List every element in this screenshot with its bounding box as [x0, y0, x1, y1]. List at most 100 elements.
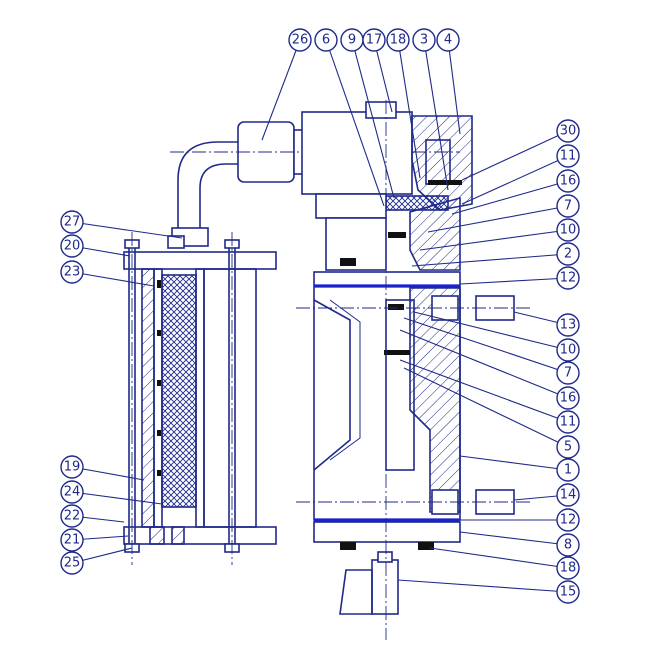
callout-label: 12 [560, 513, 577, 528]
foot-seal [418, 542, 434, 550]
leader-line [403, 317, 569, 374]
callout-label: 26 [292, 33, 309, 48]
callout-label: 6 [322, 33, 330, 48]
callout-label: 4 [444, 33, 452, 48]
callout-label: 16 [560, 174, 577, 189]
callout-label: 30 [560, 124, 577, 139]
callout-18: 18 [429, 547, 580, 580]
callout-10: 10 [419, 218, 580, 251]
callout-13: 13 [513, 311, 580, 337]
callout-19: 19 [60, 455, 145, 481]
callout-circle [556, 580, 580, 604]
callout-label: 10 [560, 343, 577, 358]
callout-circle [556, 556, 580, 580]
callout-circle [556, 242, 580, 266]
callout-circle [556, 194, 580, 218]
callout-label: 1 [564, 463, 572, 478]
callout-circle [556, 458, 580, 482]
leader-line [261, 39, 301, 141]
callout-11: 11 [461, 144, 580, 205]
leader-line [423, 39, 449, 191]
callout-label: 10 [560, 223, 577, 238]
callout-16: 16 [399, 329, 580, 410]
callout-25: 25 [60, 547, 133, 575]
leader-line [71, 466, 145, 481]
callout-2: 2 [411, 242, 580, 267]
callout-circle [412, 28, 436, 52]
bottom-foot [149, 526, 165, 545]
callout-20: 20 [60, 234, 131, 258]
spool [385, 299, 415, 471]
drain-nipple [377, 551, 393, 563]
leader-line [397, 579, 569, 593]
leader-line [461, 155, 569, 205]
callout-label: 11 [560, 149, 577, 164]
callout-circle [556, 386, 580, 410]
callout-circle [556, 361, 580, 385]
callout-circle [60, 260, 84, 284]
leader-line [461, 130, 569, 181]
foot-seal [340, 542, 356, 550]
callout-label: 9 [348, 33, 356, 48]
seal [388, 232, 406, 238]
callout-circle [60, 504, 84, 528]
leader-line [399, 329, 569, 399]
callout-label: 19 [64, 460, 81, 475]
callout-circle [362, 28, 386, 52]
filter-housing [123, 232, 277, 565]
callout-11: 11 [399, 359, 580, 434]
elbow-outer [177, 141, 240, 236]
body-shoulder [315, 193, 387, 219]
filter-element [161, 274, 197, 508]
seal [157, 470, 161, 476]
callout-label: 23 [64, 265, 81, 280]
callout-15: 15 [397, 579, 580, 604]
callout-label: 18 [390, 33, 407, 48]
callout-label: 12 [560, 271, 577, 286]
leader-line [325, 39, 385, 207]
callout-4: 4 [436, 28, 461, 135]
leader-line [399, 359, 569, 423]
inner-cavity [313, 299, 351, 471]
callout-circle [314, 28, 338, 52]
bottom-foot [171, 526, 185, 545]
callout-circle [386, 28, 410, 52]
callout-label: 8 [564, 538, 572, 553]
callout-circle [556, 144, 580, 168]
leader-line [71, 491, 163, 505]
callout-circle [556, 313, 580, 337]
bottom-plate [313, 521, 461, 543]
callout-circle [556, 508, 580, 532]
leader-line [351, 39, 395, 199]
inlet-port [365, 101, 397, 119]
drain-shadow [339, 569, 373, 615]
callout-7: 7 [427, 194, 580, 233]
callout-6: 6 [314, 28, 385, 207]
callout-circle [60, 528, 84, 552]
callout-label: 17 [366, 33, 383, 48]
filter-core [195, 268, 205, 528]
elbow-inner [199, 163, 240, 236]
leader-line [459, 455, 569, 471]
callout-10: 10 [413, 311, 580, 362]
callout-26: 26 [261, 28, 312, 141]
leader-line [427, 205, 569, 233]
callout-label: 27 [64, 215, 81, 230]
callout-14: 14 [513, 483, 580, 507]
callout-23: 23 [60, 260, 155, 287]
callout-12: 12 [459, 266, 580, 290]
callout-circle [556, 119, 580, 143]
seal [157, 430, 161, 436]
callout-16: 16 [451, 169, 580, 215]
callout-label: 13 [560, 318, 577, 333]
callout-5: 5 [403, 367, 580, 459]
leader-line [459, 277, 569, 285]
seal [340, 258, 356, 266]
callout-label: 15 [560, 585, 577, 600]
inner-cavity-2 [329, 299, 361, 461]
leader-line [71, 221, 183, 239]
callout-label: 3 [420, 33, 428, 48]
leader-line [451, 180, 569, 215]
